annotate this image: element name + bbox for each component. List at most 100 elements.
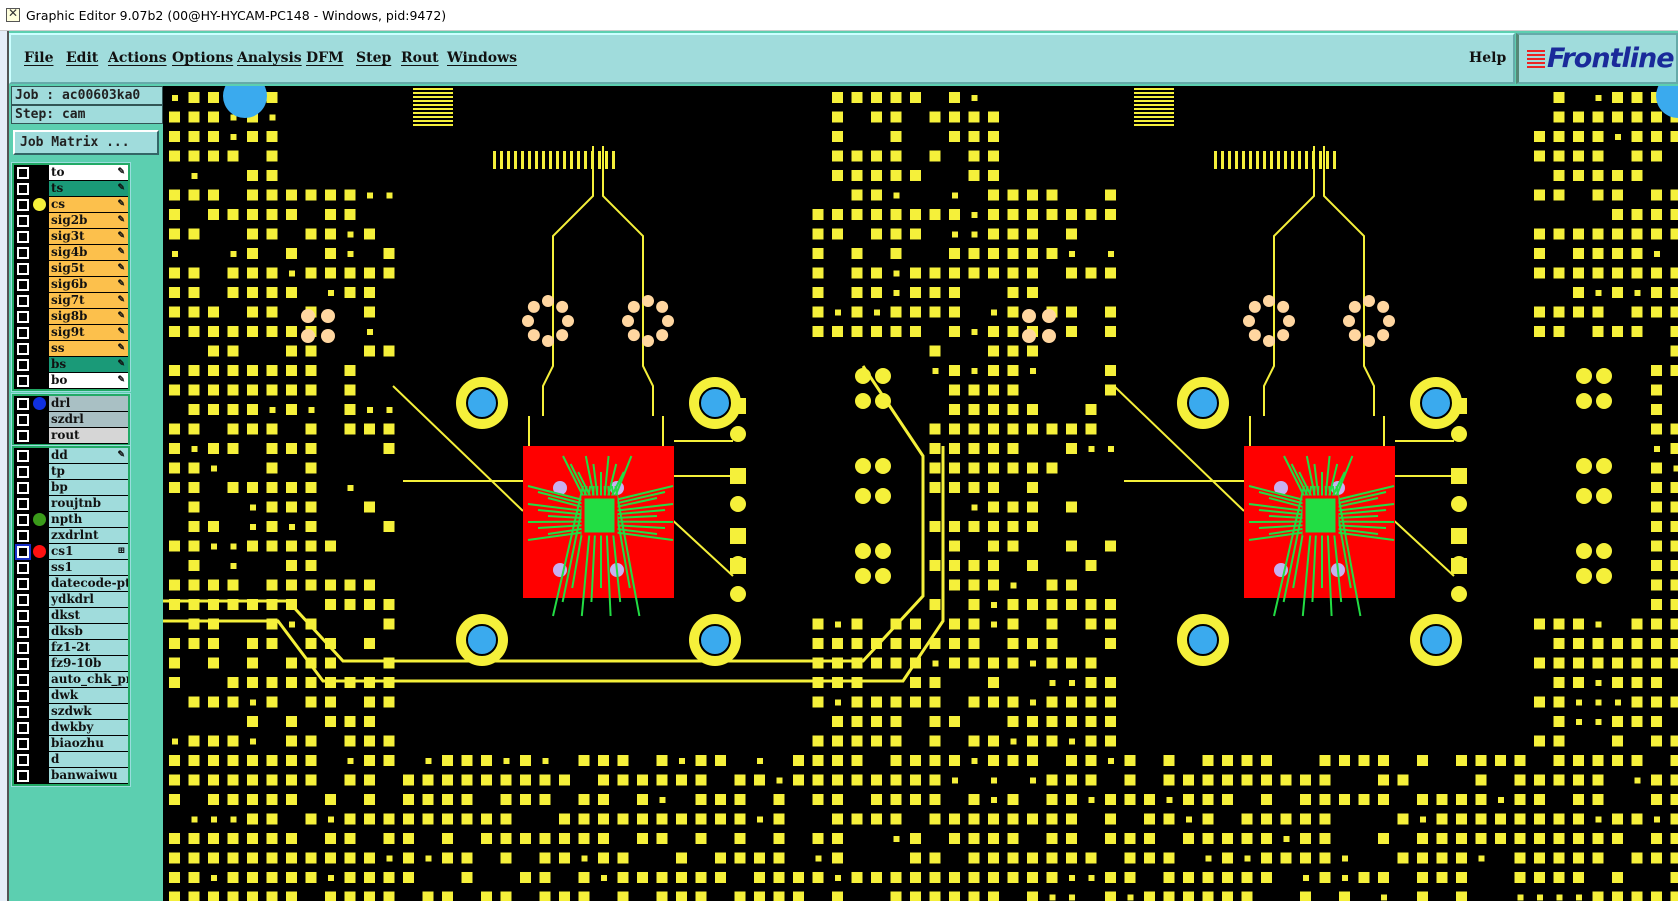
layer-name[interactable]: ss✎ <box>49 341 128 356</box>
layer-name[interactable]: sig2b✎ <box>49 213 128 228</box>
layer-name[interactable]: cs1⊞ <box>49 544 128 559</box>
layer-row-dwk[interactable]: dwk <box>14 688 128 704</box>
layer-checkbox[interactable] <box>17 481 29 494</box>
layer-display-dot-icon[interactable] <box>33 449 46 462</box>
layer-checkbox[interactable] <box>17 529 29 542</box>
menu-windows[interactable]: Windows <box>447 50 518 66</box>
layer-checkbox[interactable] <box>17 413 29 426</box>
menu-actions[interactable]: Actions <box>108 50 167 66</box>
layer-checkbox[interactable] <box>17 561 29 574</box>
layer-row-dd[interactable]: dd✎ <box>14 448 128 464</box>
layer-display-dot-icon[interactable] <box>33 262 46 275</box>
layer-display-dot-icon[interactable] <box>33 625 46 638</box>
layer-display-dot-icon[interactable] <box>33 481 46 494</box>
layer-checkbox[interactable] <box>17 705 29 718</box>
layer-row-bo[interactable]: bo✎ <box>14 373 128 389</box>
layer-name[interactable]: sig3t✎ <box>49 229 128 244</box>
layer-name[interactable]: cs✎ <box>49 197 128 212</box>
layer-display-dot-icon[interactable] <box>33 342 46 355</box>
layer-checkbox[interactable] <box>17 593 29 606</box>
layer-display-dot-icon[interactable] <box>33 609 46 622</box>
layer-row-sig9t[interactable]: sig9t✎ <box>14 325 128 341</box>
menu-analysis[interactable]: Analysis <box>237 50 302 66</box>
layer-name[interactable]: d <box>49 752 128 767</box>
layer-row-sig3t[interactable]: sig3t✎ <box>14 229 128 245</box>
layer-display-dot-icon[interactable] <box>33 278 46 291</box>
layer-display-dot-icon[interactable] <box>33 166 46 179</box>
layer-checkbox[interactable] <box>17 625 29 638</box>
layer-row-to[interactable]: to✎ <box>14 165 128 181</box>
layer-name[interactable]: bo✎ <box>49 373 128 388</box>
layer-name[interactable]: rout <box>49 428 128 443</box>
layer-row-szdrl[interactable]: szdrl <box>14 412 128 428</box>
layer-row-sig7t[interactable]: sig7t✎ <box>14 293 128 309</box>
layer-display-dot-icon[interactable] <box>33 593 46 606</box>
layer-display-dot-icon[interactable] <box>33 230 46 243</box>
job-matrix-button[interactable]: Job Matrix ... <box>13 130 159 155</box>
layer-checkbox[interactable] <box>17 449 29 462</box>
layer-display-dot-icon[interactable] <box>33 561 46 574</box>
layer-checkbox[interactable] <box>17 310 29 323</box>
layer-checkbox[interactable] <box>17 182 29 195</box>
menu-step[interactable]: Step <box>356 50 392 66</box>
layer-checkbox[interactable] <box>17 673 29 686</box>
layer-checkbox[interactable] <box>17 641 29 654</box>
layer-name[interactable]: roujtnb <box>49 496 128 511</box>
layer-checkbox[interactable] <box>17 214 29 227</box>
layer-name[interactable]: szdrl <box>49 412 128 427</box>
layer-name[interactable]: fz9-10b <box>49 656 128 671</box>
layer-row-sig4b[interactable]: sig4b✎ <box>14 245 128 261</box>
menu-rout[interactable]: Rout <box>401 50 439 66</box>
menu-dfm[interactable]: DFM <box>306 50 344 66</box>
layer-row-ydkdrl[interactable]: ydkdrl <box>14 592 128 608</box>
layer-checkbox[interactable] <box>17 374 29 387</box>
layer-name[interactable]: tp <box>49 464 128 479</box>
layer-name[interactable]: dkst <box>49 608 128 623</box>
layer-display-dot-icon[interactable] <box>33 721 46 734</box>
layer-name[interactable]: npth <box>49 512 128 527</box>
layer-name[interactable]: sig7t✎ <box>49 293 128 308</box>
layer-row-biaozhu[interactable]: biaozhu <box>14 736 128 752</box>
layer-checkbox[interactable] <box>15 543 31 560</box>
menu-help[interactable]: Help <box>1469 50 1507 66</box>
layer-row-zxdrlnt[interactable]: zxdrlnt <box>14 528 128 544</box>
layer-name[interactable]: biaozhu <box>49 736 128 751</box>
layer-checkbox[interactable] <box>17 689 29 702</box>
layer-name[interactable]: sig6b✎ <box>49 277 128 292</box>
layer-checkbox[interactable] <box>17 397 29 410</box>
layer-name[interactable]: sig5t✎ <box>49 261 128 276</box>
layer-name[interactable]: fz1-2t <box>49 640 128 655</box>
layer-checkbox[interactable] <box>17 465 29 478</box>
layer-checkbox[interactable] <box>17 513 29 526</box>
layer-name[interactable]: szdwk <box>49 704 128 719</box>
layer-checkbox[interactable] <box>17 230 29 243</box>
layer-display-dot-icon[interactable] <box>33 214 46 227</box>
layer-row-ss[interactable]: ss✎ <box>14 341 128 357</box>
layer-row-cs[interactable]: cs✎ <box>14 197 128 213</box>
layer-name[interactable]: sig4b✎ <box>49 245 128 260</box>
layer-name[interactable]: ydkdrl <box>49 592 128 607</box>
layer-checkbox[interactable] <box>17 326 29 339</box>
layer-row-d[interactable]: d <box>14 752 128 768</box>
layer-row-auto_chk_pnl[interactable]: auto_chk_pnl <box>14 672 128 688</box>
layer-row-fz9-10b[interactable]: fz9-10b <box>14 656 128 672</box>
layer-display-dot-icon[interactable] <box>33 294 46 307</box>
layer-display-dot-icon[interactable] <box>33 374 46 387</box>
layer-checkbox[interactable] <box>17 721 29 734</box>
layer-checkbox[interactable] <box>17 657 29 670</box>
layer-name[interactable]: sig9t✎ <box>49 325 128 340</box>
layer-checkbox[interactable] <box>17 497 29 510</box>
layer-row-sig5t[interactable]: sig5t✎ <box>14 261 128 277</box>
layer-name[interactable]: zxdrlnt <box>49 528 128 543</box>
layer-checkbox[interactable] <box>17 166 29 179</box>
layer-row-cs1[interactable]: cs1⊞ <box>14 543 128 560</box>
layer-name[interactable]: dwkby <box>49 720 128 735</box>
layer-checkbox[interactable] <box>17 429 29 442</box>
layer-checkbox[interactable] <box>17 342 29 355</box>
layer-name[interactable]: ss1 <box>49 560 128 575</box>
layer-name[interactable]: banwaiwu <box>49 768 128 783</box>
layer-display-dot-icon[interactable] <box>33 769 46 782</box>
layer-row-banwaiwu[interactable]: banwaiwu <box>14 768 128 784</box>
layer-row-ts[interactable]: ts✎ <box>14 181 128 197</box>
layer-row-fz1-2t[interactable]: fz1-2t <box>14 640 128 656</box>
